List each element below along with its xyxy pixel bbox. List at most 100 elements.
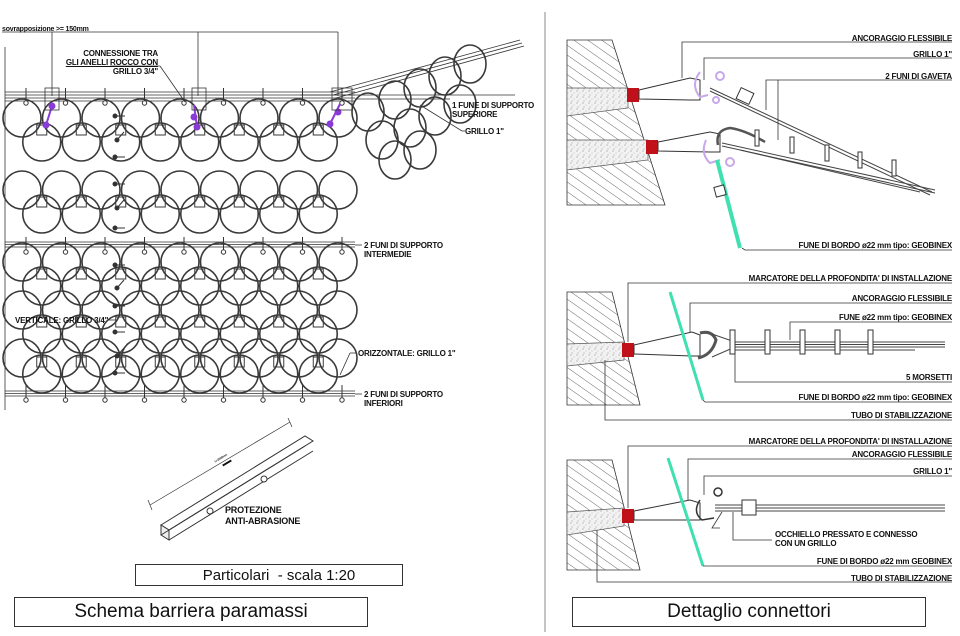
upper-support-rope <box>5 91 355 102</box>
mesh-ring <box>278 170 319 210</box>
mesh-ring <box>100 266 141 306</box>
mesh-ring <box>2 338 42 378</box>
d1-label-grillo: GRILLO 1" <box>913 50 952 59</box>
rope-clip <box>299 88 306 106</box>
mesh-ring <box>378 140 412 180</box>
rope-clip <box>299 385 306 403</box>
purple-shackle-3 <box>326 103 342 128</box>
mesh-ring <box>160 170 200 210</box>
mesh-ring <box>120 98 161 138</box>
support-ropes <box>5 39 525 397</box>
mesh-link <box>36 316 48 328</box>
label-intermediate-line-1: 2 FUNI DI SUPPORTO <box>364 241 443 250</box>
thimble <box>697 330 718 360</box>
mesh-link <box>273 268 285 280</box>
mesh-link <box>115 268 127 280</box>
d1-label-edge-rope: FUNE DI BORDO ø22 mm tipo: GEOBINEX <box>798 241 953 250</box>
mesh-ring <box>428 56 462 96</box>
mesh-link <box>312 268 324 280</box>
detail-2-drawing <box>566 282 952 421</box>
rope-clip <box>23 237 29 255</box>
mesh-ring <box>403 130 437 170</box>
mesh-ring <box>258 122 299 162</box>
mesh-ring <box>298 354 339 394</box>
left-title-box: Schema barriera paramassi <box>14 597 368 627</box>
mesh-ring <box>199 170 240 210</box>
d3-label-anchor: ANCORAGGIO FLESSIBILE <box>851 450 952 459</box>
mesh-ring <box>120 338 161 378</box>
mesh-ring <box>21 354 62 394</box>
mesh-ring <box>239 338 279 378</box>
mesh-link <box>312 316 324 328</box>
grout <box>566 341 625 367</box>
rope-clip <box>260 88 266 106</box>
mesh-ring <box>239 290 279 330</box>
mesh-ring <box>258 354 299 394</box>
mesh-link <box>75 124 87 136</box>
mesh-ring <box>81 338 121 378</box>
rope-clip <box>141 385 148 403</box>
mesh-ring <box>179 122 220 162</box>
mesh-ring <box>219 354 260 394</box>
mesh-link <box>75 268 87 280</box>
right-title-box: Dettaglio connettori <box>572 597 926 627</box>
anchor-marker <box>627 88 639 102</box>
mesh-ring <box>81 98 121 138</box>
mesh-link <box>233 316 245 328</box>
mesh-link <box>115 316 127 328</box>
label-horizontal: ORIZZONTALE: GRILLO 1" <box>358 349 456 358</box>
details-caption-box: Particolari - scala 1:20 <box>135 564 403 586</box>
mesh-link <box>273 196 285 208</box>
mesh-ring <box>140 194 181 234</box>
d3-label-marker: MARCATORE DELLA PROFONDITA' DI INSTALLAZ… <box>748 437 953 446</box>
d3-label-eye-line-2: CON UN GRILLO <box>775 539 837 548</box>
mesh-link <box>194 316 206 328</box>
mesh-link <box>75 356 87 368</box>
mesh-ring <box>298 314 339 354</box>
mesh-ring <box>318 290 358 330</box>
rope-clip <box>339 385 345 403</box>
mesh-ring <box>258 314 299 354</box>
mesh-ring <box>199 290 240 330</box>
mesh-link <box>233 124 245 136</box>
grout-1 <box>566 87 629 117</box>
mesh-ring <box>160 290 200 330</box>
detail-1-drawing <box>566 39 952 251</box>
thimble <box>716 126 766 146</box>
mesh-ring <box>219 314 260 354</box>
mesh-ring <box>81 242 121 282</box>
d2-label-edge-rope: FUNE DI BORDO ø22 mm tipo: GEOBINEX <box>798 393 953 402</box>
d3-label-grillo: GRILLO 1" <box>913 467 952 476</box>
label-protection-line-2: ANTI-ABRASIONE <box>225 516 301 526</box>
pressed-eye-sleeve <box>741 499 757 516</box>
label-lower-ropes: 2 FUNI DI SUPPORTO INFERIORI <box>364 390 443 408</box>
mesh-ring <box>278 98 319 138</box>
label-connection: CONNESSIONE TRA GLI ANELLI ROCCO CON GRI… <box>58 49 158 76</box>
mesh-link <box>312 356 324 368</box>
mesh-ring <box>2 242 42 282</box>
mesh-ring <box>140 266 181 306</box>
mesh-ring <box>453 44 487 84</box>
mesh-ring <box>160 242 200 282</box>
anchor-marker <box>646 140 658 154</box>
mesh-ring <box>318 170 358 210</box>
anchor-marker <box>622 343 634 357</box>
mesh-link <box>115 196 127 208</box>
label-protection: PROTEZIONE ANTI-ABRASIONE <box>225 505 300 527</box>
mesh-ring <box>2 290 42 330</box>
mesh-link <box>154 124 166 136</box>
mesh-ring <box>239 98 279 138</box>
edge-rope <box>715 159 742 249</box>
mesh-ring <box>120 290 161 330</box>
connection-shackles <box>42 102 342 131</box>
rope-22mm <box>711 333 945 358</box>
d2-label-clamps: 5 MORSETTI <box>905 373 952 382</box>
mesh-ring <box>2 98 42 138</box>
rope-clip <box>62 385 69 403</box>
gaveta-rope-1 <box>709 87 933 196</box>
mesh-ring <box>160 338 200 378</box>
label-protection-line-1: PROTEZIONE <box>225 505 282 515</box>
rope-clip <box>102 237 108 255</box>
rope-clip <box>260 237 266 255</box>
